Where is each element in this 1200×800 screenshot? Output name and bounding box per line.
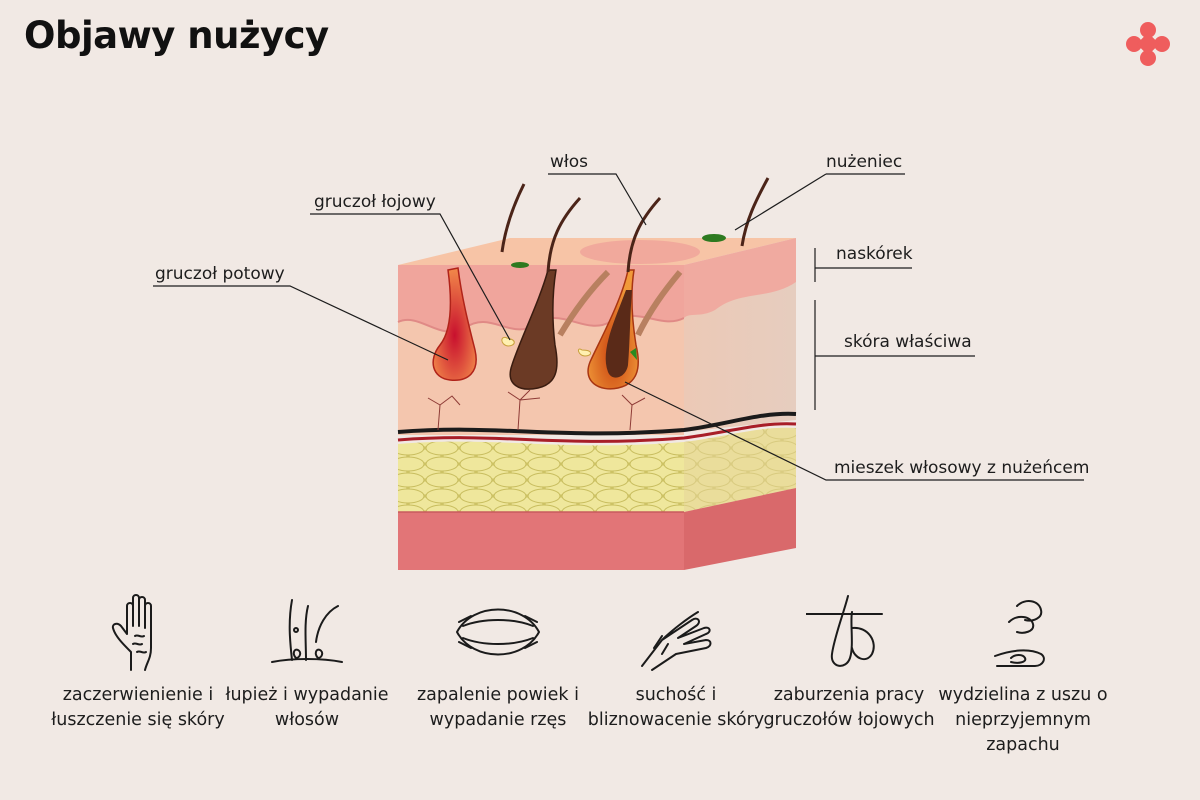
- eyelid-icon: [456, 608, 540, 656]
- page-title: Objawy nużycy: [24, 14, 329, 57]
- hand-rash-icon: [111, 594, 152, 671]
- label-sweat-gland: gruczoł potowy: [155, 264, 285, 284]
- label-demodex: nużeniec: [826, 152, 903, 172]
- brand-logo-icon: [1126, 22, 1170, 66]
- dry-hands-icon: [641, 611, 712, 671]
- demodex-mite: [702, 234, 726, 242]
- symptom-caption-ear: wydzielina z uszu o nieprzyjemnym zapach…: [938, 685, 1108, 755]
- label-dermis: skóra właściwa: [844, 332, 972, 352]
- sweat-gland: [432, 267, 477, 381]
- hair-loss-icon: [271, 599, 343, 663]
- symptom-caption-dryness: suchość i bliznowacenie skóry: [587, 685, 765, 730]
- symptom-caption-sebaceous: zaburzenia pracy gruczołów łojowych: [763, 685, 935, 730]
- symptom-caption-redness: zaczerwienienie i łuszczenie się skóry: [51, 685, 225, 730]
- muscle-front: [398, 512, 684, 570]
- label-sebaceous-gland: gruczoł łojowy: [314, 192, 436, 212]
- label-follicle: mieszek włosowy z nużeńcem: [834, 458, 1090, 478]
- sebaceous-gland-icon: [806, 595, 883, 667]
- symptom-caption-dandruff: łupież i wypadanie włosów: [225, 685, 389, 730]
- muscle-side: [684, 488, 796, 570]
- symptom-caption-eyelids: zapalenie powiek i wypadanie rzęs: [417, 685, 579, 730]
- label-hair: włos: [550, 152, 588, 172]
- ear-discharge-icon: [994, 600, 1045, 667]
- label-epidermis: naskórek: [836, 244, 913, 264]
